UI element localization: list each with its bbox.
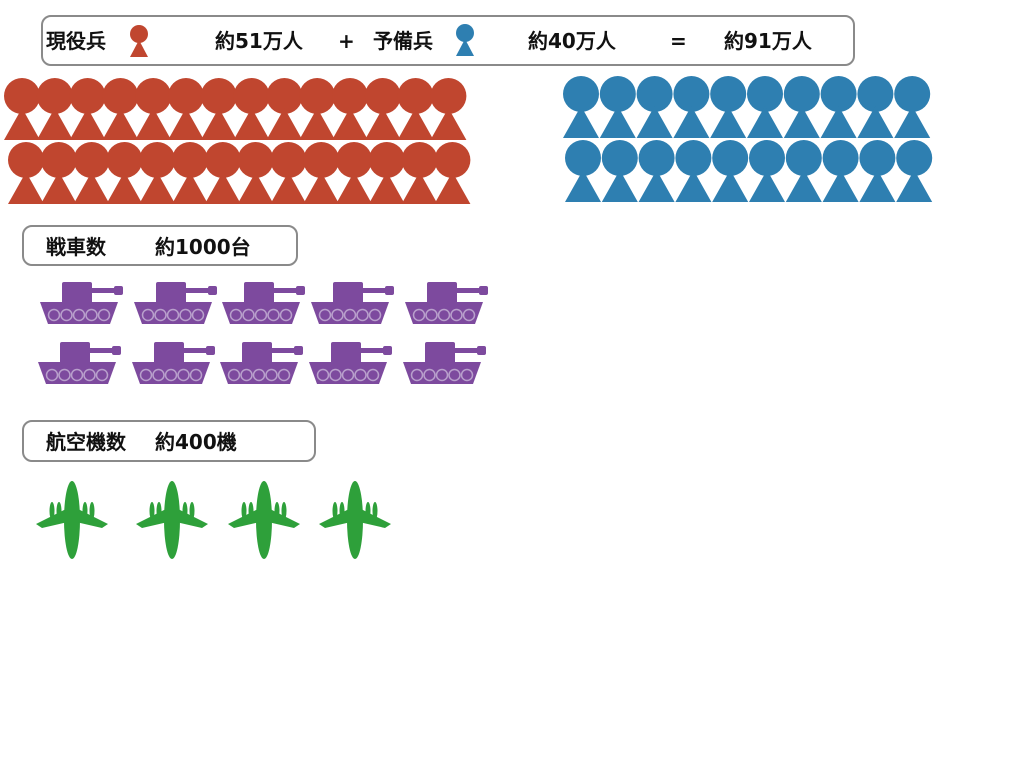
red-soldier-icon (168, 78, 204, 140)
red-soldier-icon (397, 78, 434, 140)
red-soldier-icon (36, 78, 73, 140)
red-soldier-icon (106, 142, 143, 204)
blue-soldier-icon (563, 76, 599, 138)
red-soldier-icon (4, 78, 40, 140)
red-soldier-icon (266, 78, 303, 140)
tank-icon (134, 282, 217, 324)
blue-soldier-icon (896, 140, 933, 202)
tank-icon (132, 342, 215, 384)
tank-icon (222, 282, 305, 324)
aircraft-label: 航空機数 (46, 430, 126, 454)
blue-soldier-icon (894, 76, 931, 138)
red-soldier-icon (237, 142, 274, 204)
red-soldier-icon (303, 142, 340, 204)
red-soldier-icon (139, 142, 176, 204)
blue-soldier-icon (822, 140, 859, 202)
red-soldier-icon (299, 78, 336, 140)
blue-soldier-icon (638, 140, 675, 202)
active-soldiers-value: 約51万人 (215, 29, 303, 53)
blue-soldier-icon (636, 76, 673, 138)
reserve-soldiers-value: 約40万人 (528, 29, 616, 53)
icon-body (456, 39, 474, 56)
blue-soldier-icon (673, 76, 710, 138)
blue-soldier-icon (565, 140, 601, 202)
tanks-pictogram (38, 282, 488, 384)
airplane-icon (36, 481, 108, 559)
red-soldier-icon (40, 142, 77, 204)
icon-body (130, 40, 148, 57)
reserve-soldiers-pictogram (563, 76, 933, 202)
icon-head (456, 24, 474, 42)
red-soldier-icon (204, 142, 241, 204)
tanks-label: 戦車数 (46, 235, 106, 259)
blue-soldier-icon (456, 24, 474, 56)
blue-soldier-icon (747, 76, 783, 138)
red-soldier-icon (401, 142, 438, 204)
airplane-icon (319, 481, 391, 559)
blue-soldier-icon (857, 76, 894, 138)
aircraft-value: 約400機 (155, 430, 237, 454)
aircraft-pictogram (36, 481, 391, 559)
aircraft-box (22, 420, 316, 462)
red-soldier-icon (270, 142, 307, 204)
summary-box (41, 15, 855, 66)
blue-soldier-icon (785, 140, 822, 202)
red-soldier-icon (332, 78, 368, 140)
airplane-icon (136, 481, 208, 559)
tank-icon (403, 342, 486, 384)
red-soldier-icon (8, 142, 44, 204)
red-soldier-icon (434, 142, 471, 204)
red-soldier-icon (73, 142, 110, 204)
red-soldier-icon (130, 25, 148, 57)
red-soldier-icon (172, 142, 208, 204)
tank-icon (40, 282, 123, 324)
red-soldier-icon (336, 142, 372, 204)
blue-soldier-icon (783, 76, 820, 138)
plus-sign: + (338, 29, 355, 53)
tanks-box (22, 225, 298, 266)
red-soldier-icon (69, 78, 106, 140)
blue-soldier-icon (675, 140, 712, 202)
active-soldiers-label: 現役兵 (46, 29, 106, 53)
reserve-soldiers-label: 予備兵 (373, 29, 433, 53)
blue-soldier-icon (820, 76, 857, 138)
blue-soldier-icon (601, 140, 638, 202)
red-soldier-icon (135, 78, 172, 140)
blue-soldier-icon (710, 76, 747, 138)
active-soldiers-pictogram (4, 78, 471, 204)
blue-soldier-icon (749, 140, 785, 202)
red-soldier-icon (368, 142, 405, 204)
tank-icon (38, 342, 121, 384)
blue-soldier-icon (712, 140, 749, 202)
tank-icon (405, 282, 488, 324)
red-soldier-icon (200, 78, 237, 140)
tank-icon (309, 342, 392, 384)
airplane-icon (228, 481, 300, 559)
red-soldier-icon (233, 78, 270, 140)
red-soldier-icon (430, 78, 467, 140)
tank-icon (311, 282, 394, 324)
blue-soldier-icon (859, 140, 896, 202)
red-soldier-icon (364, 78, 401, 140)
tank-icon (220, 342, 303, 384)
equals-sign: = (670, 29, 687, 53)
red-soldier-icon (102, 78, 139, 140)
blue-soldier-icon (599, 76, 636, 138)
total-soldiers-value: 約91万人 (724, 29, 812, 53)
tanks-value: 約1000台 (155, 235, 251, 259)
icon-head (130, 25, 148, 43)
